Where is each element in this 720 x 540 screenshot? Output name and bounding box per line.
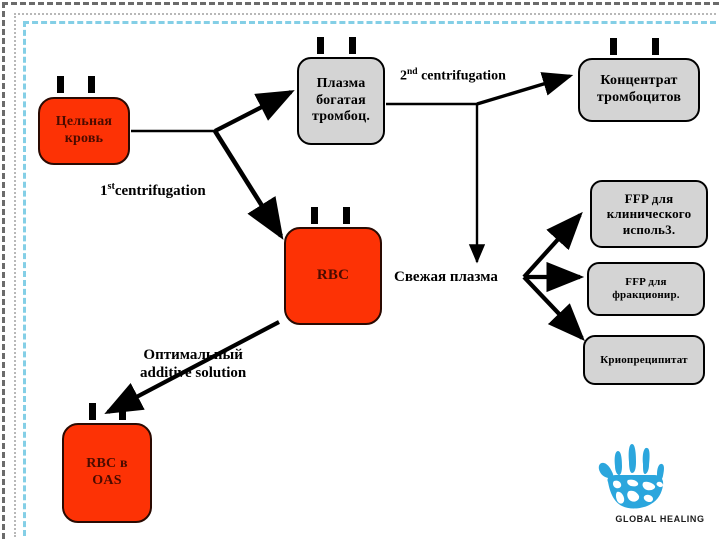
label-second-centrifugation-ordinal: nd [407,67,418,77]
label-optimal-additive-solution: Оптимальный additive solution [140,328,246,382]
label-first-centrifugation-text: centrifugation [114,183,206,199]
global-healing-logo: GLOBAL HEALING [584,438,714,534]
node-whole-blood[interactable]: Цельная кровь [38,97,130,165]
logo-wordmark: GLOBAL HEALING [615,514,705,524]
node-cryoprecipitate[interactable]: Криопреципитат [583,335,705,385]
label-second-centrifugation-number: 2 [400,68,407,84]
bag-tab-right [119,403,126,420]
node-platelet-concentrate-label: Концентрат тромбоцитов [596,73,682,105]
edge-fresh-plasma-to-cryoprecipitate [522,275,585,342]
bag-tab-left [89,403,96,420]
node-ffp-fractionation[interactable]: FFP для фракционир. [587,262,705,316]
bag-tab-left [317,37,324,54]
node-whole-blood-label: Цельная кровь [55,114,113,146]
label-second-centrifugation: 2nd centrifugation [400,67,506,85]
node-platelet-concentrate[interactable]: Концентрат тромбоцитов [578,58,700,122]
edge-split-to-rbc [213,129,284,240]
bag-tab-left [311,207,318,224]
bag-tab-right [88,76,95,93]
bag-tab-left [610,38,617,55]
label-first-centrifugation: 1stcentrifugation [100,181,206,200]
handprint-globe-icon [598,444,664,509]
node-ffp-clinical[interactable]: FFP для клинического исполь3. [590,180,708,248]
bag-tab-right [343,207,350,224]
edge-fresh-plasma-to-ffp-clinical [522,211,583,279]
label-optimal-additive-solution-text: Оптимальный additive solution [140,347,247,381]
node-rbc-in-oas[interactable]: RBC в OAS [62,423,152,523]
node-ffp-clinical-label: FFP для клинического исполь3. [606,191,692,237]
node-cryoprecipitate-label: Криопреципитат [600,353,688,366]
label-fresh-plasma-text: Свежая плазма [394,269,498,285]
label-first-centrifugation-ordinal: st [107,181,115,192]
bag-tab-right [652,38,659,55]
node-platelet-rich-plasma[interactable]: Плазма богатая тромбоц. [297,57,385,145]
label-fresh-plasma: Свежая плазма [394,268,498,286]
node-rbc-in-oas-label: RBC в OAS [86,456,128,488]
node-rbc[interactable]: RBC [284,227,382,325]
bag-tab-left [57,76,64,93]
edge-split-to-prp [214,90,295,133]
label-first-centrifugation-number: 1 [100,183,108,199]
node-platelet-rich-plasma-label: Плазма богатая тромбоц. [311,76,371,125]
bag-tab-right [349,37,356,54]
node-ffp-fractionation-label: FFP для фракционир. [612,276,680,301]
label-second-centrifugation-text: centrifugation [417,68,506,84]
node-rbc-label: RBC [316,267,350,284]
